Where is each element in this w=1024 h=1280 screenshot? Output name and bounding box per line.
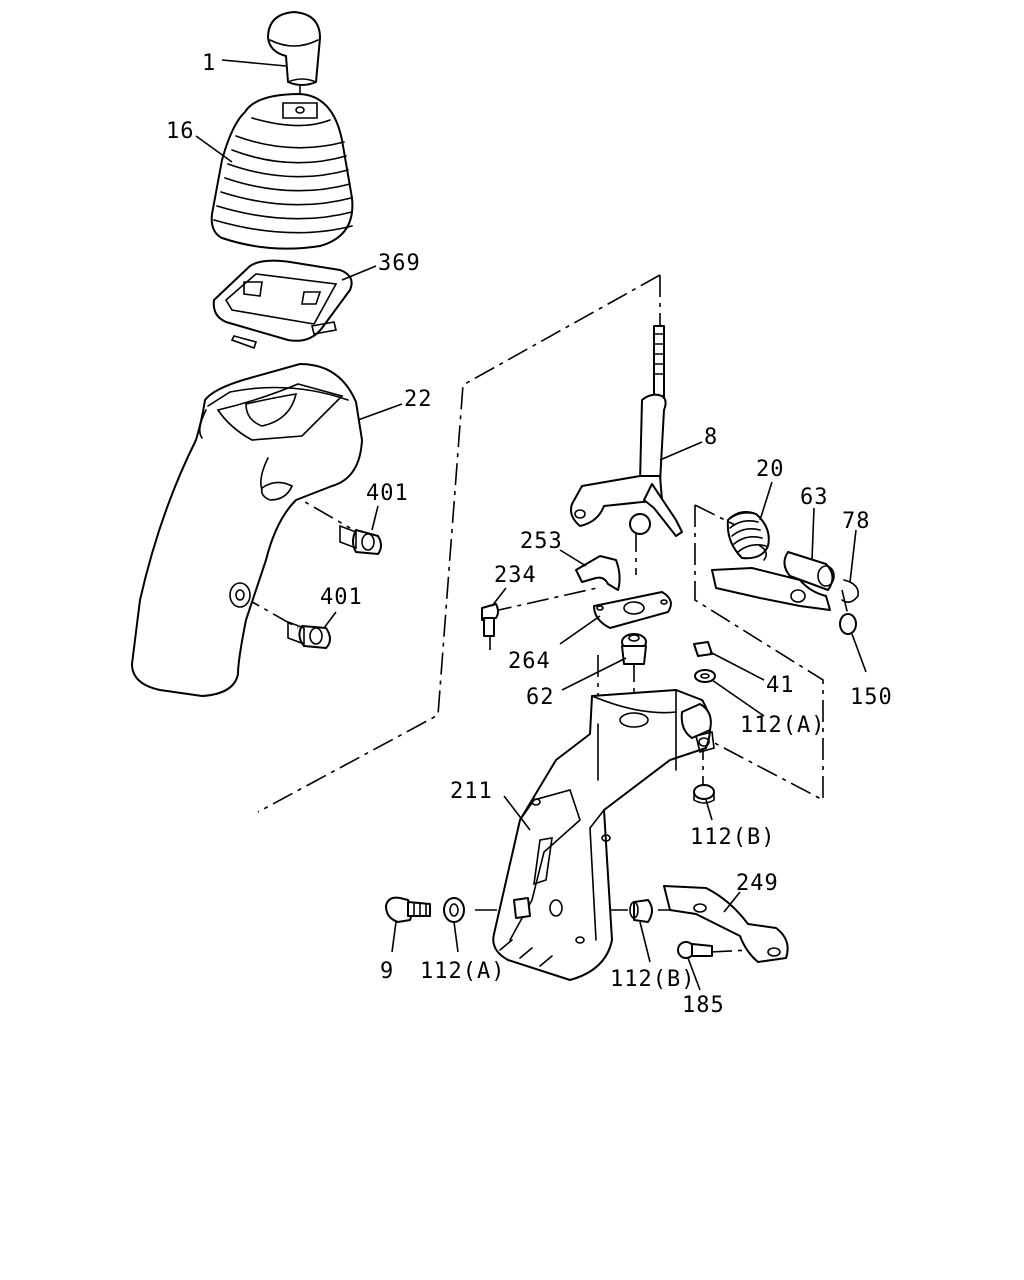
washer-112a-top (694, 669, 716, 683)
bolt-234 (481, 603, 499, 637)
clip-plate (575, 555, 621, 591)
leader-lines (195, 59, 867, 991)
label-part-63: 63 (800, 485, 829, 510)
label-part-112a-top: 112(A) (740, 713, 825, 738)
label-part-401-lower: 401 (320, 585, 363, 610)
shift-boot (210, 93, 354, 250)
label-part-401-upper: 401 (366, 481, 409, 506)
screw-lower (287, 620, 331, 649)
label-part-1: 1 (202, 51, 216, 76)
label-part-211: 211 (450, 779, 493, 804)
bracket-pin (711, 551, 835, 611)
label-part-369: 369 (378, 251, 421, 276)
label-part-62: 62 (526, 685, 555, 710)
snap-clip (841, 579, 860, 604)
shift-knob (267, 11, 321, 86)
console-cover (131, 363, 363, 697)
label-part-78: 78 (842, 509, 871, 534)
label-part-112b-top: 112(B) (690, 825, 775, 850)
bolt-185 (677, 941, 713, 959)
label-part-112a-bottom: 112(A) (420, 959, 505, 984)
nut-41 (693, 641, 713, 657)
bolt-9 (385, 896, 431, 923)
label-part-9: 9 (380, 959, 394, 984)
ball-socket (621, 633, 647, 665)
bushing (839, 613, 857, 635)
collar-112b-bottom (629, 899, 653, 923)
label-part-20: 20 (756, 457, 785, 482)
washer-112b-top (693, 784, 715, 804)
lever-seat-plate (593, 591, 672, 629)
label-part-150: 150 (850, 685, 893, 710)
boot-retainer-frame (212, 259, 353, 350)
label-part-41: 41 (766, 673, 795, 698)
label-part-8: 8 (704, 425, 718, 450)
part-labels: 1 16 369 22 401 401 8 20 63 78 253 234 2… (166, 51, 893, 1018)
washer-112a-bottom (443, 897, 465, 923)
shift-lever (570, 325, 683, 537)
label-part-234: 234 (494, 563, 537, 588)
screw-upper (339, 524, 382, 555)
label-part-249: 249 (736, 871, 779, 896)
label-part-16: 16 (166, 119, 195, 144)
label-part-253: 253 (520, 529, 563, 554)
return-spring (726, 511, 770, 561)
link-bracket (663, 885, 789, 963)
label-part-112b-bottom: 112(B) (610, 967, 695, 992)
label-part-185: 185 (682, 993, 725, 1018)
lever-bracket (492, 689, 715, 981)
label-part-22: 22 (404, 387, 433, 412)
label-part-264: 264 (508, 649, 551, 674)
